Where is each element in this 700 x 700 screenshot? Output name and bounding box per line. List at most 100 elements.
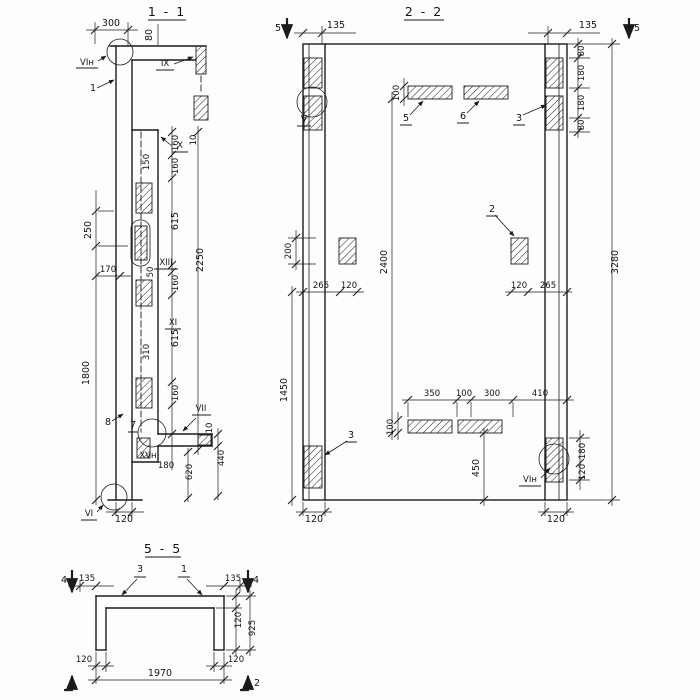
dim-80-a: 80 xyxy=(577,46,587,57)
anchor-zone xyxy=(303,57,323,89)
embed-plate-bottom-a xyxy=(407,419,453,434)
section-1-1-geometry xyxy=(100,38,213,511)
dim-160-d: 160 xyxy=(171,385,181,401)
anchor-zone xyxy=(545,57,564,89)
section-2-2-dimension-lines xyxy=(280,18,636,517)
dim-135-right: 135 xyxy=(225,574,241,584)
anchor-zone xyxy=(545,95,564,131)
item-label-1: 1 xyxy=(90,83,96,94)
item-label-3-bot: 3 xyxy=(348,430,354,441)
dim-180: 180 xyxy=(158,461,174,471)
dim-615-b: 615 xyxy=(170,329,181,347)
detail-marker-v: V xyxy=(301,114,308,125)
dim-265-left: 265 xyxy=(313,281,329,291)
embed-plate xyxy=(197,434,212,446)
detail-marker-vin: VIн xyxy=(80,58,94,68)
dim-180-a: 180 xyxy=(577,65,587,81)
item-label-3: 3 xyxy=(137,564,143,575)
dim-450: 450 xyxy=(471,459,482,477)
dim-135-left: 135 xyxy=(79,574,95,584)
detail-callout-circle-vin xyxy=(538,443,570,475)
dim-120: 120 xyxy=(115,514,133,525)
dim-2250: 2250 xyxy=(195,248,206,272)
dim-300: 300 xyxy=(484,389,500,399)
section-5-5-title: 5 - 5 xyxy=(144,541,182,556)
section-5-5: 5 - 5 xyxy=(61,541,260,692)
dim-50: 50 xyxy=(146,267,156,278)
dim-300: 300 xyxy=(102,18,120,29)
detail-callout-circle-v xyxy=(296,86,328,118)
dim-1450: 1450 xyxy=(279,378,290,402)
dim-120-c: 120 xyxy=(578,464,588,480)
embed-plate xyxy=(136,437,151,459)
anchor-zone xyxy=(303,445,323,489)
item-label-1: 1 xyxy=(181,564,187,575)
detail-callout-circle-7 xyxy=(137,418,167,448)
item-label-3-top: 3 xyxy=(516,113,522,124)
dim-120-bot-right: 120 xyxy=(228,655,244,665)
section-2-2-geometry xyxy=(296,43,570,501)
dim-310: 310 xyxy=(142,344,152,360)
cut-marker-5-right: 5 xyxy=(634,23,640,34)
dim-10-bot: 10 xyxy=(205,423,215,434)
dim-180-c: 180 xyxy=(578,443,588,459)
dim-160-a: 160 xyxy=(171,135,181,151)
detail-marker-xiii: XIII xyxy=(159,258,172,268)
embed-plate xyxy=(135,279,153,307)
cut-marker-5-left: 5 xyxy=(275,23,281,34)
dim-350: 350 xyxy=(424,389,440,399)
section-5-5-dimension-lines xyxy=(64,570,256,692)
embed-plate-bottom-b xyxy=(457,419,503,434)
dim-410: 410 xyxy=(532,389,548,399)
embed-plate-left xyxy=(338,237,357,265)
detail-marker-x: X xyxy=(177,141,183,151)
dim-120-bot-left: 120 xyxy=(76,655,92,665)
dim-135-left: 135 xyxy=(327,20,345,31)
embed-plate xyxy=(195,45,207,75)
embed-plate xyxy=(193,95,209,121)
detail-marker-xvn: XVн xyxy=(139,451,156,461)
embed-slot-outline xyxy=(130,219,151,267)
dim-135-right: 135 xyxy=(579,20,597,31)
section-5-5-labels: 4 4 135 3 1 135 120 925 120 120 1970 2 xyxy=(61,564,260,689)
cut-marker-4-left: 4 xyxy=(61,575,67,586)
dim-120-right: 120 xyxy=(511,281,527,291)
section-2-2: 2 - 2 xyxy=(275,4,640,525)
dim-120-bot-right: 120 xyxy=(547,514,565,525)
dim-250: 250 xyxy=(83,221,94,239)
dim-620: 620 xyxy=(185,464,195,480)
dim-80-b: 80 xyxy=(577,120,587,131)
dim-3280: 3280 xyxy=(610,250,621,274)
cut-marker-4-right: 4 xyxy=(253,575,259,586)
item-label-7: 7 xyxy=(130,420,136,431)
dim-2400: 2400 xyxy=(379,250,390,274)
detail-marker-ix: IX xyxy=(161,59,170,69)
detail-callout-circle-vi xyxy=(100,483,128,511)
item-label-5: 5 xyxy=(403,113,409,124)
item-label-2: 2 xyxy=(489,204,495,215)
section-1-1-labels: 300 80 VIн IX 1 X 10 150 160 160 615 225… xyxy=(80,18,227,525)
dim-150: 150 xyxy=(142,154,152,170)
dim-100-mid: 100 xyxy=(456,389,472,399)
embed-plate xyxy=(134,225,148,261)
dim-170: 170 xyxy=(100,265,116,275)
dim-160-c: 160 xyxy=(171,275,181,291)
dim-100-bot: 100 xyxy=(386,419,396,435)
embed-plate xyxy=(135,377,153,409)
dim-120-left: 120 xyxy=(341,281,357,291)
dim-265-right: 265 xyxy=(540,281,556,291)
dim-1800: 1800 xyxy=(81,361,92,385)
dim-100-top: 100 xyxy=(392,85,402,101)
section-2-2-title: 2 - 2 xyxy=(405,4,443,19)
cut-marker-2: 2 xyxy=(254,678,260,689)
dim-200: 200 xyxy=(284,243,294,259)
dim-160-b: 160 xyxy=(171,158,181,174)
dim-120-right: 120 xyxy=(234,612,244,628)
section-1-1-dimension-lines xyxy=(76,22,223,521)
detail-marker-vin: VIн xyxy=(523,475,537,485)
dim-180-b: 180 xyxy=(577,95,587,111)
item-label-6: 6 xyxy=(460,111,466,122)
detail-marker-xi: XI xyxy=(169,318,177,328)
detail-callout-circle-vin xyxy=(106,38,134,66)
